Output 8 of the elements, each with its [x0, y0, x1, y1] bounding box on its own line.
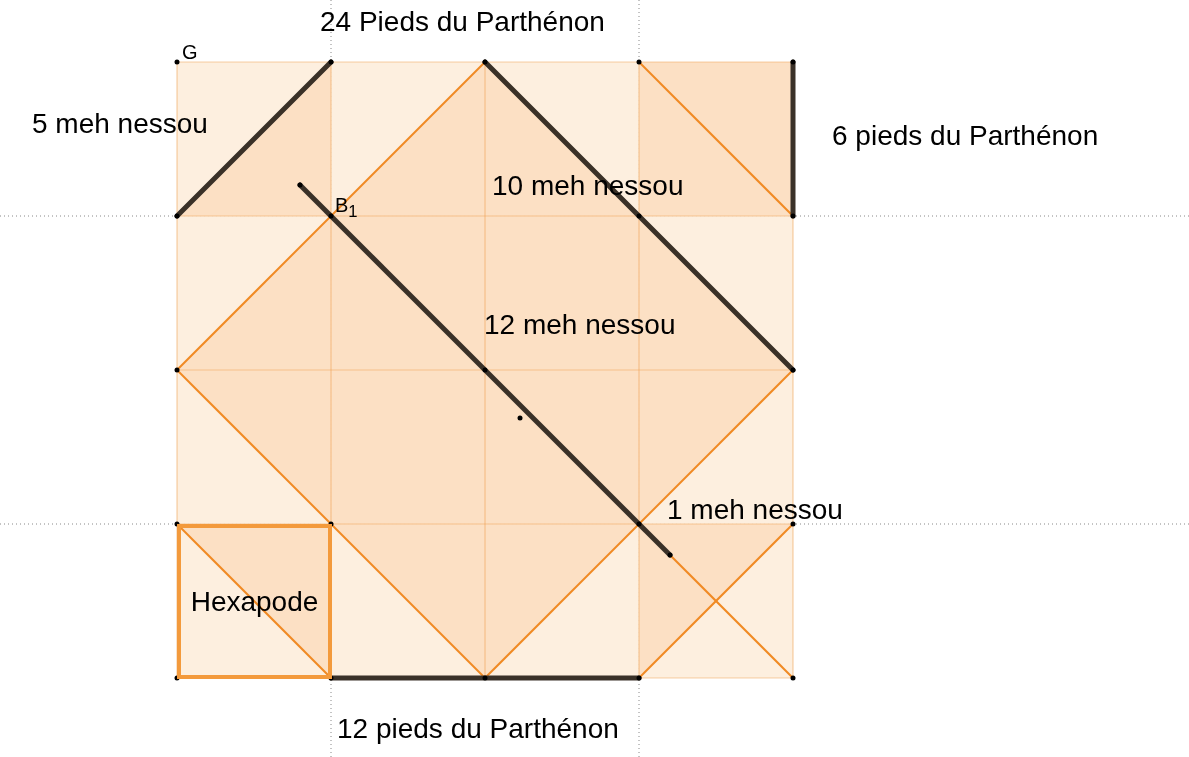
dimension-label: 24 Pieds du Parthénon	[320, 8, 605, 36]
dimension-label: 5 meh nessou	[32, 110, 208, 138]
dimension-label: 1 meh nessou	[667, 496, 843, 524]
dimension-label: 6 pieds du Parthénon	[832, 122, 1099, 150]
point-label: G	[182, 42, 198, 62]
hexapode-square	[177, 524, 332, 679]
dimension-label: 12 meh nessou	[484, 311, 676, 339]
dimension-label: 12 pieds du Parthénon	[337, 715, 619, 743]
